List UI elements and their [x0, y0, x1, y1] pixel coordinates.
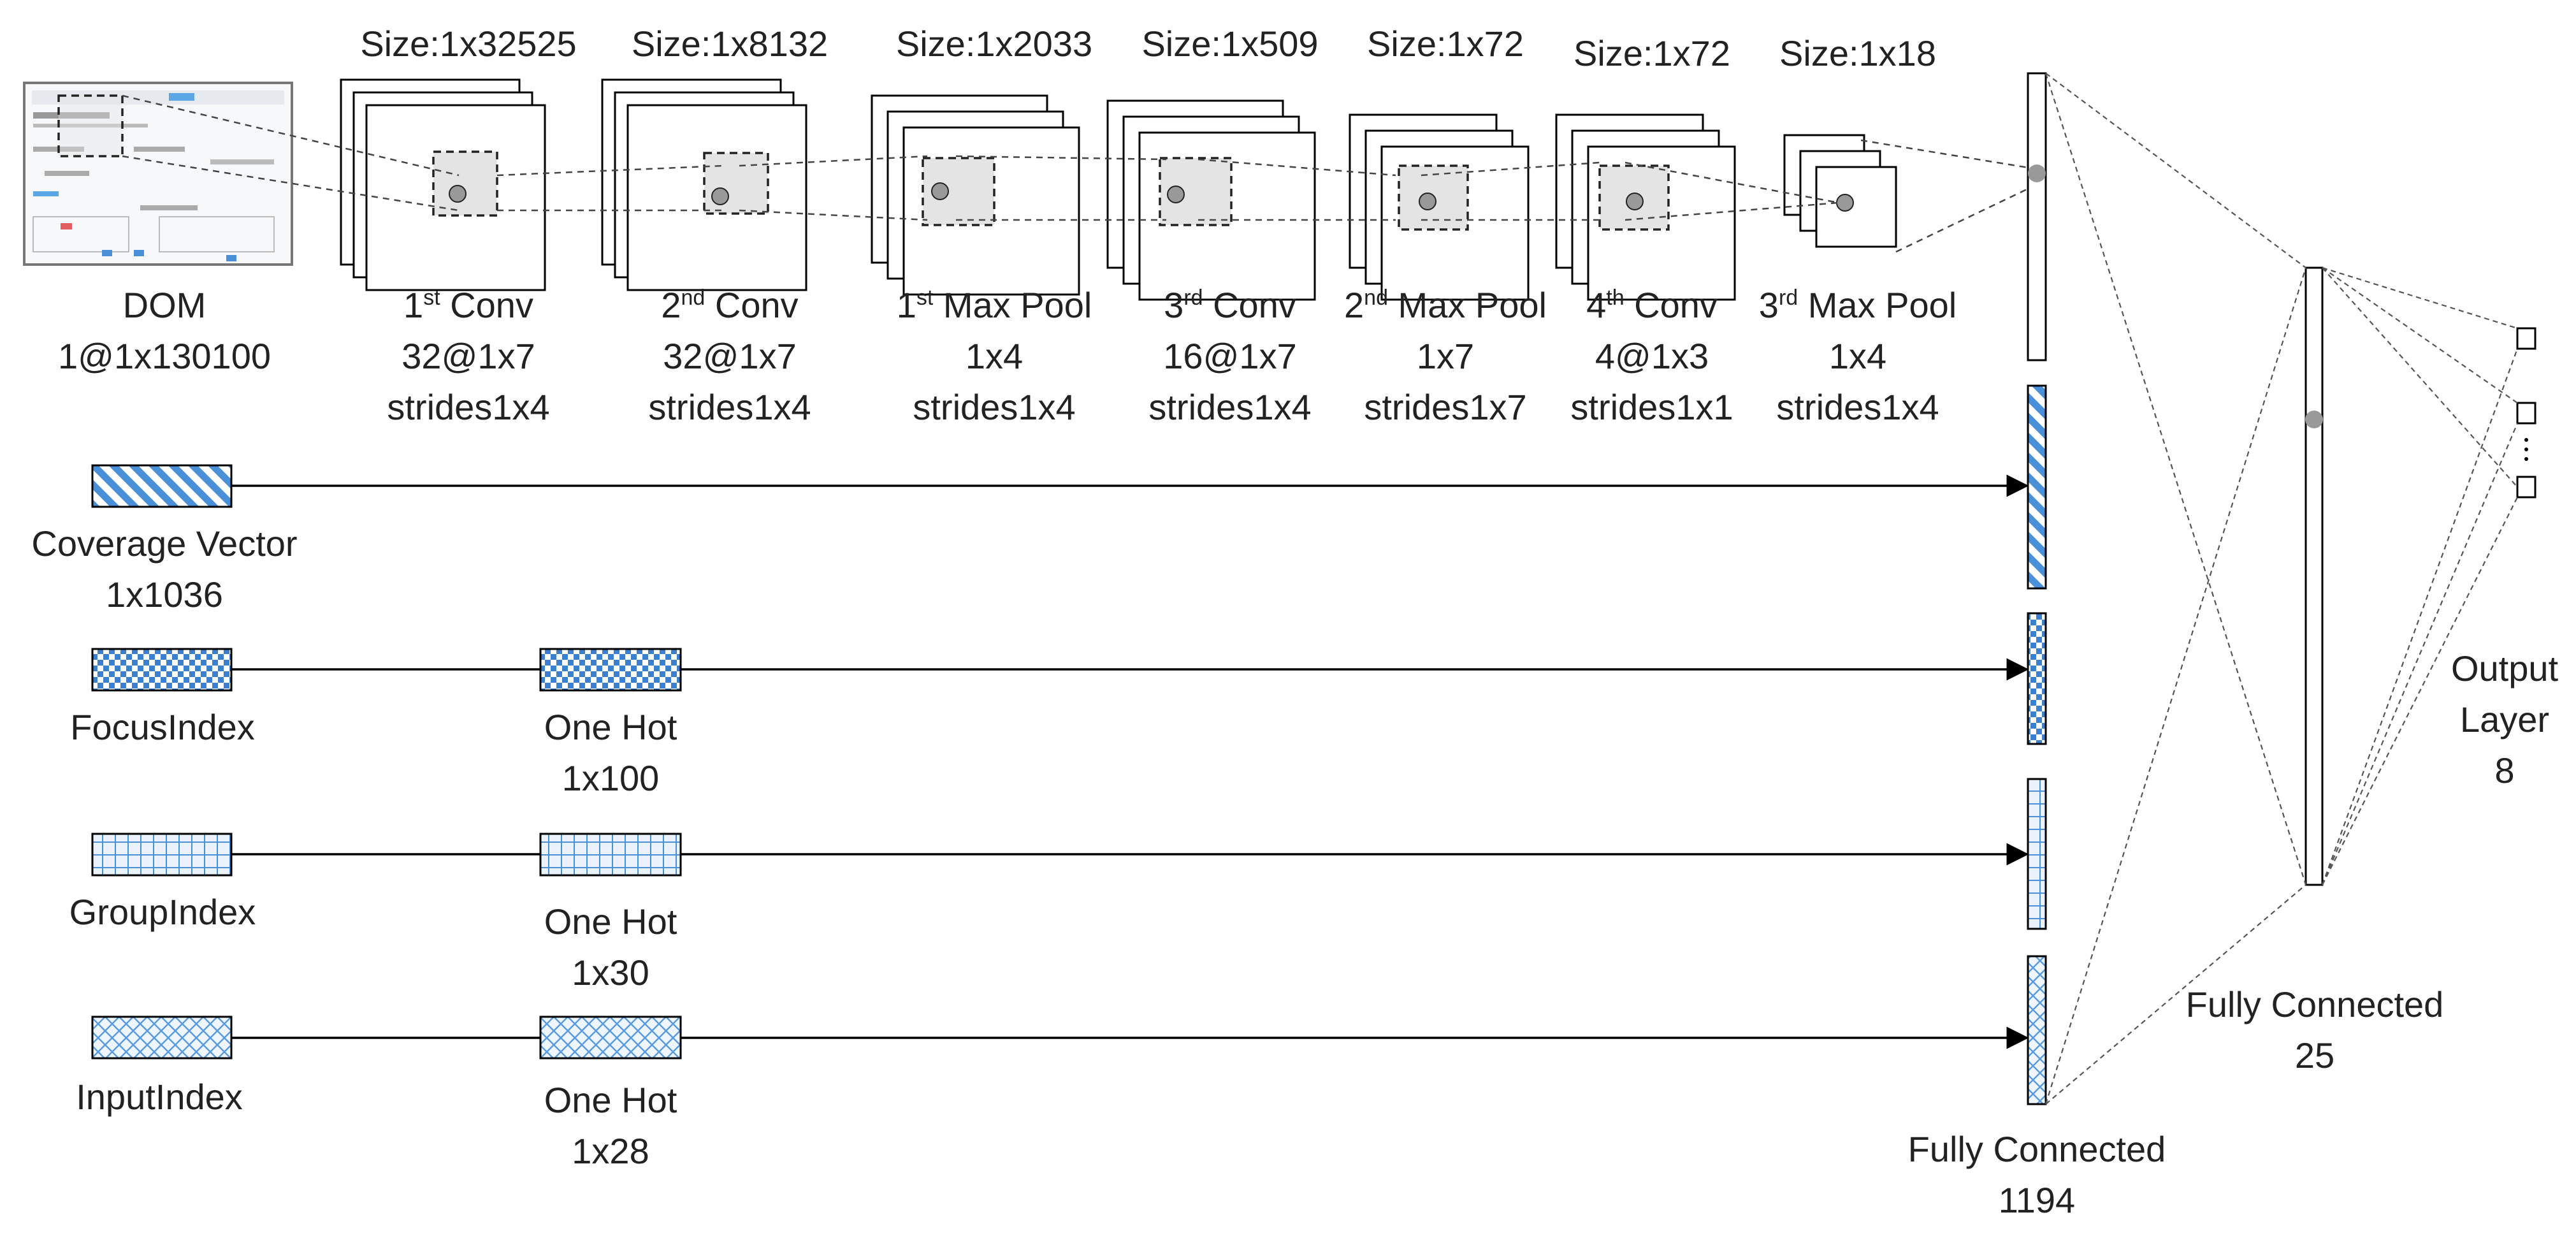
layer-kernel-label: 1x4	[966, 336, 1023, 376]
layer-name-label: 2nd Conv	[661, 285, 798, 325]
layer-name-label: 2nd Max Pool	[1344, 285, 1547, 325]
output-node	[2516, 476, 2536, 499]
layer-stride-label: strides1x7	[1364, 387, 1526, 427]
layer-kernel-label: 1x7	[1417, 336, 1474, 376]
dom-dims: 1@1x130100	[58, 336, 271, 376]
output-label-line2: Layer	[2460, 699, 2549, 739]
fc-connection-lines	[2044, 73, 2519, 1105]
layer-stride-label: strides1x4	[648, 387, 811, 427]
focus-index-box	[91, 648, 233, 692]
layer-stride-label: strides1x4	[913, 387, 1075, 427]
layer-kernel-label: 32@1x7	[402, 336, 535, 376]
group-onehot-box	[539, 833, 682, 877]
layer-name-label: 1st Conv	[403, 285, 533, 325]
layer-size-label: Size:1x18	[1779, 33, 1936, 73]
input-onehot-dims: 1x28	[572, 1131, 649, 1171]
focus-row	[91, 648, 2029, 692]
receptive-field-box	[703, 152, 769, 215]
layer-stride-label: strides1x4	[387, 387, 549, 427]
layer-stack	[1783, 134, 1897, 248]
receptive-field-box	[432, 150, 498, 217]
focus-onehot-label: One Hot	[544, 707, 677, 747]
fc2-label: Fully Connected	[2186, 984, 2444, 1024]
layer-name-label: 3rd Max Pool	[1759, 285, 1957, 325]
group-onehot-dims: 1x30	[572, 952, 649, 993]
layer-size-label: Size:1x32525	[360, 24, 576, 64]
input-onehot-label: One Hot	[544, 1080, 677, 1120]
layer-name-label: 3rd Conv	[1164, 285, 1296, 325]
layer-name-label: 1st Max Pool	[897, 285, 1092, 325]
fc1-label: Fully Connected	[1908, 1129, 2166, 1169]
layer-stack	[340, 78, 546, 291]
kernel-point	[1626, 193, 1644, 210]
fc1-coverage-segment	[2027, 384, 2047, 590]
layer-kernel-label: 16@1x7	[1163, 336, 1296, 376]
focus-onehot-dims: 1x100	[562, 758, 660, 798]
fc2-column	[2305, 266, 2324, 886]
fc1-group-segment	[2027, 778, 2047, 930]
fc1-focus-segment	[2027, 612, 2047, 745]
input-onehot-box	[539, 1016, 682, 1060]
output-nodes	[2516, 327, 2536, 499]
layer-labels: Size:1x32525 1st Conv 32@1x7 strides1x4 Size…	[360, 24, 1957, 427]
group-row	[91, 833, 2029, 877]
output-node	[2516, 327, 2536, 350]
input-row	[91, 1016, 2029, 1060]
layer-stack	[1555, 113, 1736, 301]
input-label: InputIndex	[76, 1077, 243, 1117]
layer-size-label: Size:1x72	[1574, 33, 1730, 73]
input-index-box	[91, 1016, 233, 1060]
layer-stride-label: strides1x1	[1570, 387, 1733, 427]
kernel-point	[931, 182, 949, 200]
coverage-row	[91, 464, 2029, 508]
output-node	[2516, 402, 2536, 425]
group-index-box	[91, 833, 233, 877]
output-dims: 8	[2494, 750, 2514, 790]
fc1-input-segment	[2027, 955, 2047, 1105]
feature-map	[1815, 166, 1897, 248]
coverage-label: Coverage Vector	[31, 523, 297, 564]
layer-stack	[1106, 99, 1316, 301]
conv-connection-lines	[122, 94, 2037, 253]
dom-thumbnail	[23, 82, 293, 266]
layer-stack	[871, 94, 1080, 296]
layer-size-label: Size:1x72	[1367, 24, 1524, 64]
coverage-dims: 1x1036	[106, 574, 223, 615]
layer-stack	[601, 78, 807, 291]
kernel-point	[449, 185, 467, 203]
fc1-dims: 1194	[1999, 1180, 2075, 1220]
conv-stacks	[340, 78, 1897, 301]
focus-onehot-box	[539, 648, 682, 692]
layer-stack	[1349, 113, 1530, 301]
fc2-dims: 25	[2295, 1035, 2334, 1075]
kernel-point	[711, 187, 729, 205]
kernel-point	[1167, 186, 1185, 203]
layer-size-label: Size:1x509	[1141, 24, 1318, 64]
coverage-vector-box	[91, 464, 233, 508]
group-onehot-label: One Hot	[544, 901, 677, 942]
fc1-column	[2027, 72, 2047, 1105]
layer-size-label: Size:1x8132	[632, 24, 828, 64]
layer-stride-label: strides1x4	[1776, 387, 1939, 427]
dom-title: DOM	[123, 285, 206, 325]
layer-kernel-label: 4@1x3	[1595, 336, 1709, 376]
layer-stride-label: strides1x4	[1148, 387, 1311, 427]
focus-label: FocusIndex	[70, 707, 255, 747]
kernel-point	[1419, 193, 1436, 210]
group-label: GroupIndex	[69, 892, 256, 932]
layer-kernel-label: 32@1x7	[663, 336, 796, 376]
output-label-line1: Output	[2451, 648, 2559, 688]
kernel-point	[1836, 194, 1854, 212]
layer-name-label: 4th Conv	[1586, 285, 1718, 325]
layer-kernel-label: 1x4	[1829, 336, 1886, 376]
layer-size-label: Size:1x2033	[896, 24, 1092, 64]
